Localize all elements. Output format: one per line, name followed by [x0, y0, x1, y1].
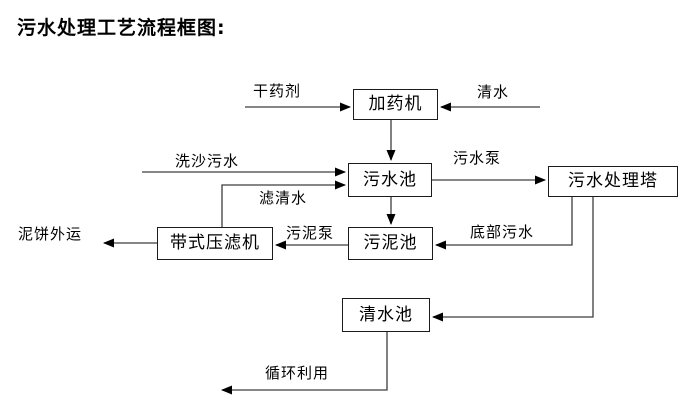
label-clean-water: 清水: [477, 83, 510, 101]
edge-filtered-water-to-sewage-pool: [221, 180, 346, 227]
label-filtered-water: 滤清水: [259, 189, 308, 207]
label-sand-washing-sewage: 洗沙污水: [175, 152, 240, 170]
label-sludge-pump: 污泥泵: [286, 224, 335, 242]
node-clean-water-pool: 清水池: [342, 298, 430, 332]
edge-tower-to-clean-pool: [432, 197, 594, 322]
label-sewage-pump: 污水泵: [453, 149, 502, 167]
label-dry-agent: 干药剂: [253, 82, 302, 100]
edge-bottom-sewage-to-sludge-pool: [435, 197, 573, 250]
node-belt-filter-press: 带式压滤机: [157, 227, 273, 260]
node-dosing-machine: 加药机: [353, 89, 438, 120]
label-mud-cake-out: 泥饼外运: [18, 225, 83, 243]
node-sewage-pool: 污水池: [348, 163, 432, 197]
label-bottom-sewage: 底部污水: [470, 223, 535, 241]
node-sludge-pool: 污泥池: [348, 227, 433, 260]
page-title: 污水处理工艺流程框图:: [17, 17, 226, 39]
node-sewage-treatment-tower: 污水处理塔: [548, 166, 678, 197]
label-recycle-use: 循环利用: [265, 364, 330, 382]
edge-clean-pool-to-recycle: [221, 332, 388, 395]
